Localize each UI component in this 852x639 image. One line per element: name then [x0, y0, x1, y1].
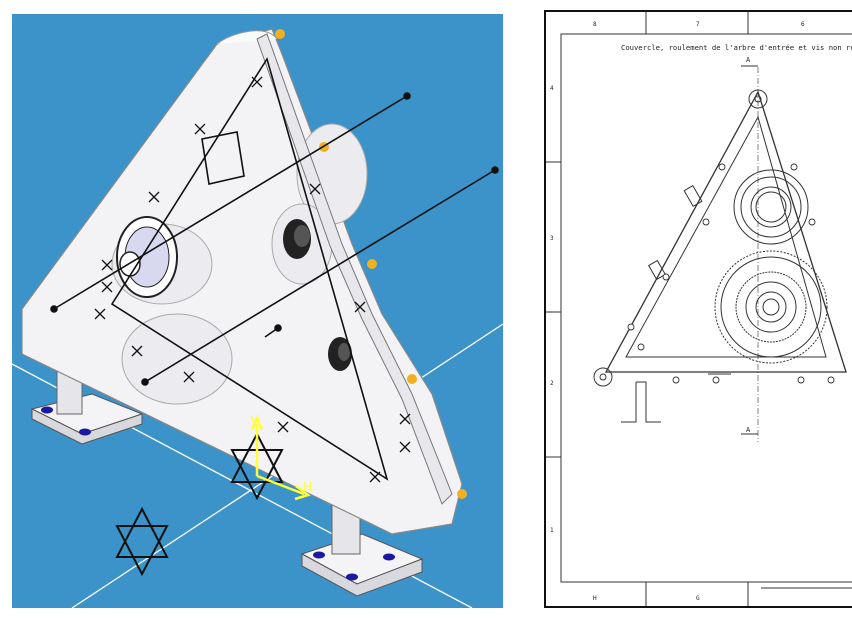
plug-screw-1 — [283, 219, 311, 259]
zone-label: 6 — [801, 21, 805, 28]
section-label-top: A — [746, 56, 751, 64]
zone-label: H — [593, 595, 597, 602]
bolt-holes — [627, 163, 835, 384]
mounting-foot-left — [30, 368, 144, 445]
zone-label: 8 — [593, 21, 597, 28]
mounting-foot-right — [300, 503, 424, 597]
gearbox-housing — [21, 28, 467, 535]
axis-label-v: V — [250, 413, 259, 427]
zone-label: 2 — [550, 380, 554, 387]
zone-label: 4 — [550, 85, 554, 92]
zone-label: 7 — [696, 21, 700, 28]
axis-vh-icon — [250, 414, 311, 501]
zone-label: 1 — [550, 527, 554, 534]
sketch-geometry — [50, 57, 499, 481]
zone-label: G — [696, 595, 700, 602]
drawing-frame — [546, 12, 852, 606]
plug-screw-2 — [328, 337, 352, 371]
section-label-bottom: A — [746, 426, 751, 434]
construction-points — [94, 76, 411, 483]
drawing-title: Couvercle, roulement de l'arbre d'entrée… — [621, 43, 852, 52]
zone-label: 3 — [550, 235, 554, 242]
bearing-cover — [116, 216, 178, 298]
cad-3d-viewport[interactable]: V H — [12, 14, 503, 608]
axis-label-h: H — [303, 480, 312, 494]
cover-outline — [593, 65, 847, 442]
technical-drawing-sheet: 8 7 6 H G 4 3 2 1 Couvercle, roulement d… — [544, 10, 852, 608]
